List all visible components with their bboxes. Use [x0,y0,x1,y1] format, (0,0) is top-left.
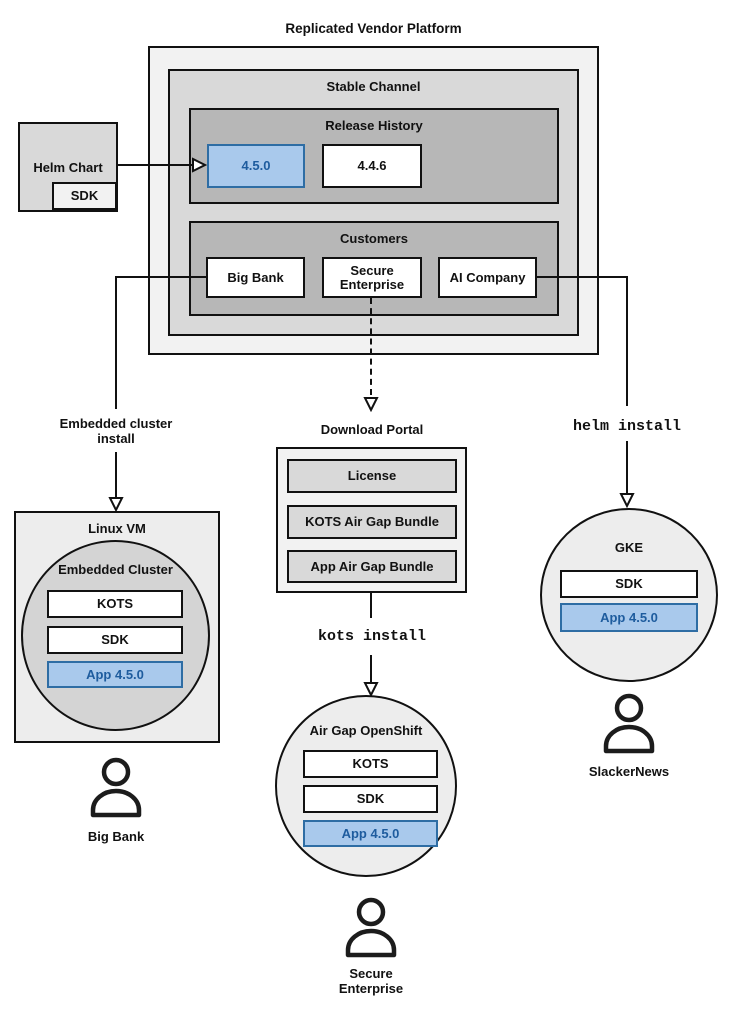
customer-secure-enterprise: Secure Enterprise [322,257,422,298]
download-portal-title: Download Portal [320,422,424,437]
big-bank-connector-h [116,276,206,278]
ai-company-connector-v1 [626,276,628,406]
license-bar: License [287,459,457,493]
airgap-sdk-bar: SDK [303,785,438,813]
customer-big-bank: Big Bank [206,257,305,298]
ai-company-connector-v2 [626,441,628,493]
linux-vm-title: Linux VM [88,521,146,536]
airgap-kots-bar: KOTS [303,750,438,778]
user-icon [88,757,144,819]
big-bank-user-label: Big Bank [87,829,145,844]
customers-title: Customers [340,231,408,246]
ai-company-connector-h [537,276,628,278]
release-version-450: 4.5.0 [207,144,305,188]
gke-title: GKE [614,540,644,555]
arrowhead-down-icon [619,492,635,508]
slackernews-user-label: SlackerNews [588,764,670,779]
gke-app-bar: App 4.5.0 [560,603,698,632]
user-icon [343,897,399,959]
release-version-446: 4.4.6 [322,144,422,188]
helm-chart-sdk-box: SDK [52,182,117,210]
linux-vm-app-bar: App 4.5.0 [47,661,183,688]
linux-vm-sdk-bar: SDK [47,626,183,654]
embedded-cluster-title: Embedded Cluster [58,562,173,577]
arrowhead-right-icon [191,157,207,173]
airgap-openshift-title: Air Gap OpenShift [309,723,423,738]
user-icon [601,693,657,755]
big-bank-connector-v2 [115,452,117,497]
arrowhead-down-icon [363,681,379,697]
app-airgap-bundle-bar: App Air Gap Bundle [287,550,457,583]
release-history-title: Release History [325,118,423,133]
stable-channel-title: Stable Channel [326,79,421,94]
helm-chart-label: Helm Chart [33,160,103,175]
kots-install-label: kots install [317,628,427,645]
helm-install-label: helm install [572,418,682,435]
gke-sdk-bar: SDK [560,570,698,598]
airgap-app-bar: App 4.5.0 [303,820,438,847]
kots-airgap-bundle-bar: KOTS Air Gap Bundle [287,505,457,539]
big-bank-connector-v1 [115,276,117,409]
arrowhead-down-icon [108,496,124,512]
secure-enterprise-dashed-connector [370,298,372,395]
helm-release-connector [118,164,192,166]
embedded-install-label: Embedded cluster install [59,416,173,446]
customer-ai-company: AI Company [438,257,537,298]
linux-vm-kots-bar: KOTS [47,590,183,618]
diagram-title: Replicated Vendor Platform [285,21,462,36]
portal-connector-v1 [370,593,372,618]
secure-enterprise-user-label: Secure Enterprise [338,966,404,996]
portal-connector-v2 [370,655,372,683]
arrowhead-down-icon [363,396,379,412]
